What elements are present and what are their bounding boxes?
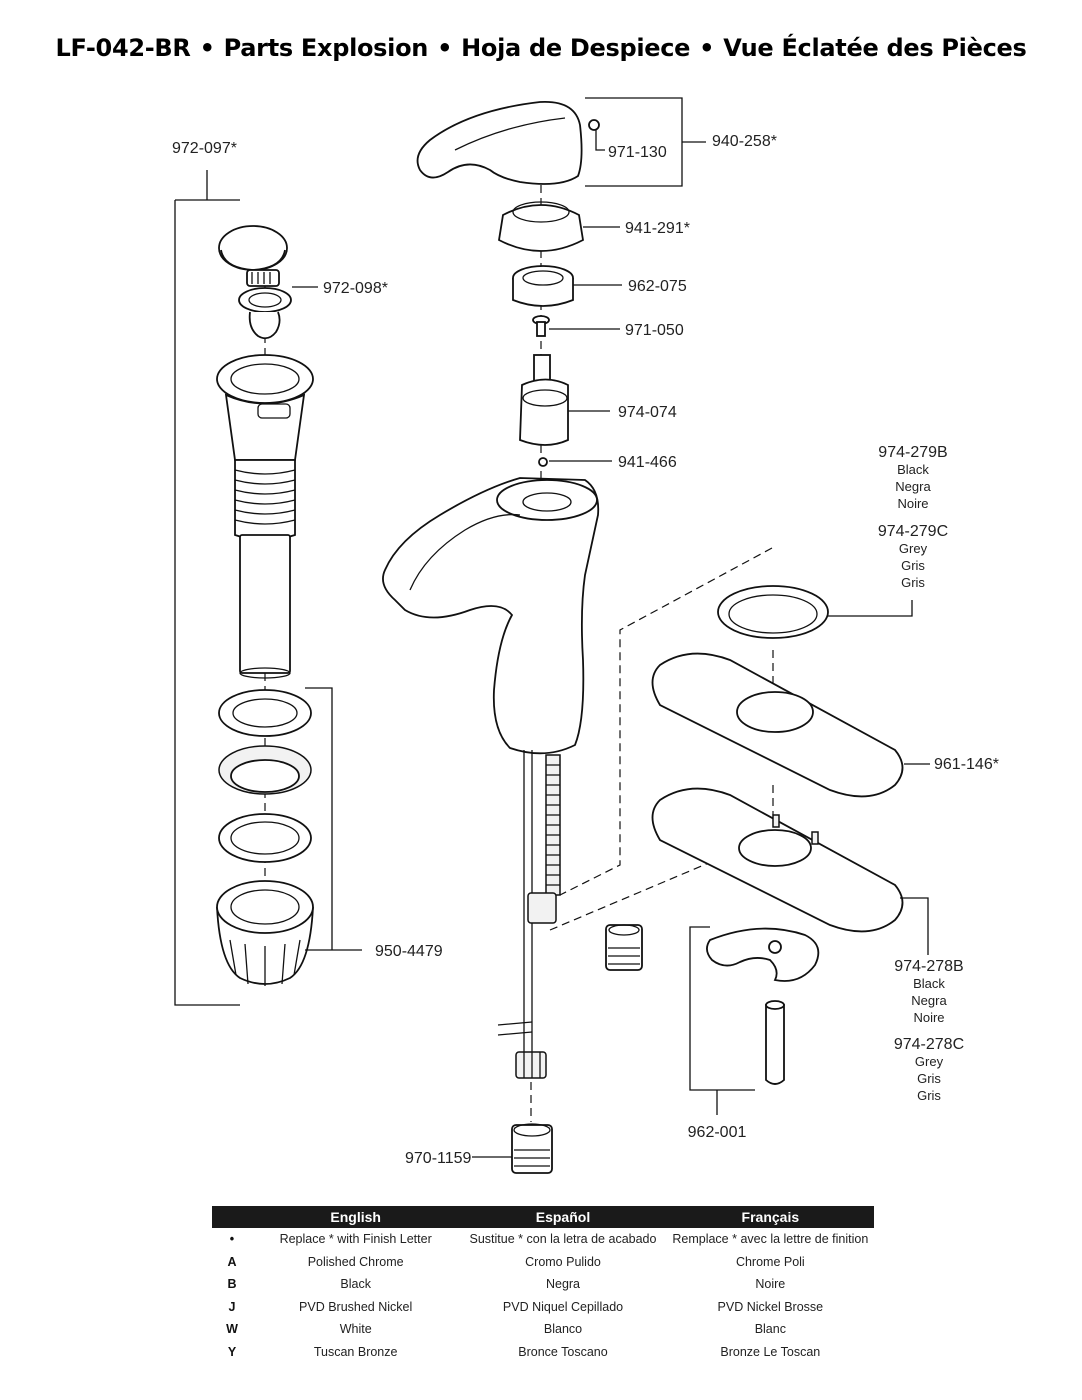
color-grey-fr: Gris [901,575,925,590]
model-number: LF-042-BR [55,34,191,62]
escutcheon-plate [651,652,904,798]
legend-french: Noire [755,1277,786,1292]
finish-legend-table: English Español Français • Replace * wit… [212,1206,874,1363]
legend-row: B Black Negra Noire [212,1273,874,1296]
title-english: Parts Explosion [223,34,429,62]
legend-spanish: PVD Niquel Cepillado [502,1299,624,1314]
color-black-fr: Noire [897,496,928,511]
title-separator: • [699,34,715,62]
bonnet-nut [512,265,574,307]
color-black-fr: Noire [913,1010,944,1025]
mounting-bracket [706,927,820,982]
legend-french: Chrome Poli [735,1254,805,1269]
callout-974-279c: 974-279C [878,523,948,540]
callout-972-097: 972-097* [172,140,237,157]
callout-974-074: 974-074 [618,404,677,421]
legend-spanish: Cromo Pulido [525,1254,601,1269]
legend-code: J [228,1299,236,1314]
drain-gaskets [216,689,314,986]
legend-spanish: Blanco [543,1322,583,1337]
color-black-en: Black [897,462,929,477]
legend-row: Y Tuscan Bronze Bronce Toscano Bronze Le… [212,1341,874,1364]
callout-971-130: 971-130 [608,144,667,161]
callout-974-278b: 974-278B [894,958,963,975]
title-separator: • [437,34,453,62]
legend-spanish: Sustitue * con la letra de acabado [469,1232,657,1247]
retaining-screw [532,315,550,337]
callout-970-1159: 970-1159 [405,1150,472,1167]
base-gasket [651,787,904,933]
legend-header-row: English Español Français [212,1206,874,1228]
legend-english: Replace * with Finish Letter [279,1232,432,1247]
callout-972-098: 972-098* [323,280,388,297]
callout-941-466: 941-466 [618,454,677,471]
drain-body [216,354,314,679]
callout-974-279b: 974-279B [878,444,947,461]
deck-gasket [717,585,829,639]
legend-english: Black [340,1277,371,1292]
legend-code: W [226,1322,238,1337]
legend-row: W White Blanco Blanc [212,1318,874,1341]
legend-code: • [229,1232,235,1247]
page-title: LF-042-BR • Parts Explosion • Hoja de Despie… [0,34,1082,62]
drain-assembly [174,170,362,1006]
mounting-rod [765,1000,785,1085]
legend-french: PVD Nickel Brosse [717,1299,824,1314]
legend-row: J PVD Brushed Nickel PVD Niquel Cepillad… [212,1296,874,1319]
deck-plate-assembly [651,585,930,1115]
legend-header-english: English [252,1206,460,1228]
color-grey-en: Grey [899,541,928,556]
callout-971-050: 971-050 [625,322,684,339]
handle [416,101,600,185]
callout-961-146: 961-146* [934,756,999,773]
color-black-es: Negra [911,993,947,1008]
legend-english: Polished Chrome [307,1254,404,1269]
color-grey-en: Grey [915,1054,944,1069]
popup-stopper [218,225,292,340]
color-grey-es: Gris [901,558,925,573]
legend-english: PVD Brushed Nickel [299,1299,413,1314]
legend-header-code [212,1206,252,1228]
legend-row: • Replace * with Finish Letter Sustitue … [212,1228,874,1251]
legend-header-spanish: Español [459,1206,667,1228]
part-callouts: 972-097* 972-098* 950-4479 971-130 940-2… [172,133,999,1167]
legend-row: A Polished Chrome Cromo Pulido Chrome Po… [212,1251,874,1274]
spout-body [382,477,600,755]
legend-code: A [227,1254,237,1269]
legend-french: Bronze Le Toscan [720,1344,821,1359]
color-black-en: Black [913,976,945,991]
parts-explosion-diagram: 972-097* 972-098* 950-4479 971-130 940-2… [172,97,999,1174]
callout-962-001: 962-001 [688,1124,747,1141]
finish-legend: English Español Français • Replace * wit… [212,1206,874,1363]
legend-french: Remplace * avec la lettre de finition [672,1232,869,1247]
legend-header-french: Français [666,1206,874,1228]
color-grey-es: Gris [917,1071,941,1086]
legend-code: Y [227,1344,237,1359]
faucet-assembly [382,97,776,1174]
callout-941-291: 941-291* [625,220,690,237]
legend-code: B [227,1277,237,1292]
title-separator: • [199,34,215,62]
legend-english: Tuscan Bronze [313,1344,398,1359]
callout-940-258: 940-258* [712,133,777,150]
legend-english: White [339,1322,372,1337]
legend-spanish: Bronce Toscano [518,1344,608,1359]
callout-950-4479: 950-4479 [375,943,443,960]
title-spanish: Hoja de Despiece [461,34,691,62]
handle-cap [498,201,584,252]
callout-962-075: 962-075 [628,278,687,295]
title-french: Vue Éclatée des Pièces [723,34,1027,62]
callout-974-278c: 974-278C [894,1036,964,1053]
color-grey-fr: Gris [917,1088,941,1103]
supply-lines [497,750,643,1174]
cartridge [519,354,569,446]
legend-french: Blanc [754,1322,786,1337]
color-black-es: Negra [895,479,931,494]
legend-spanish: Negra [545,1277,581,1292]
